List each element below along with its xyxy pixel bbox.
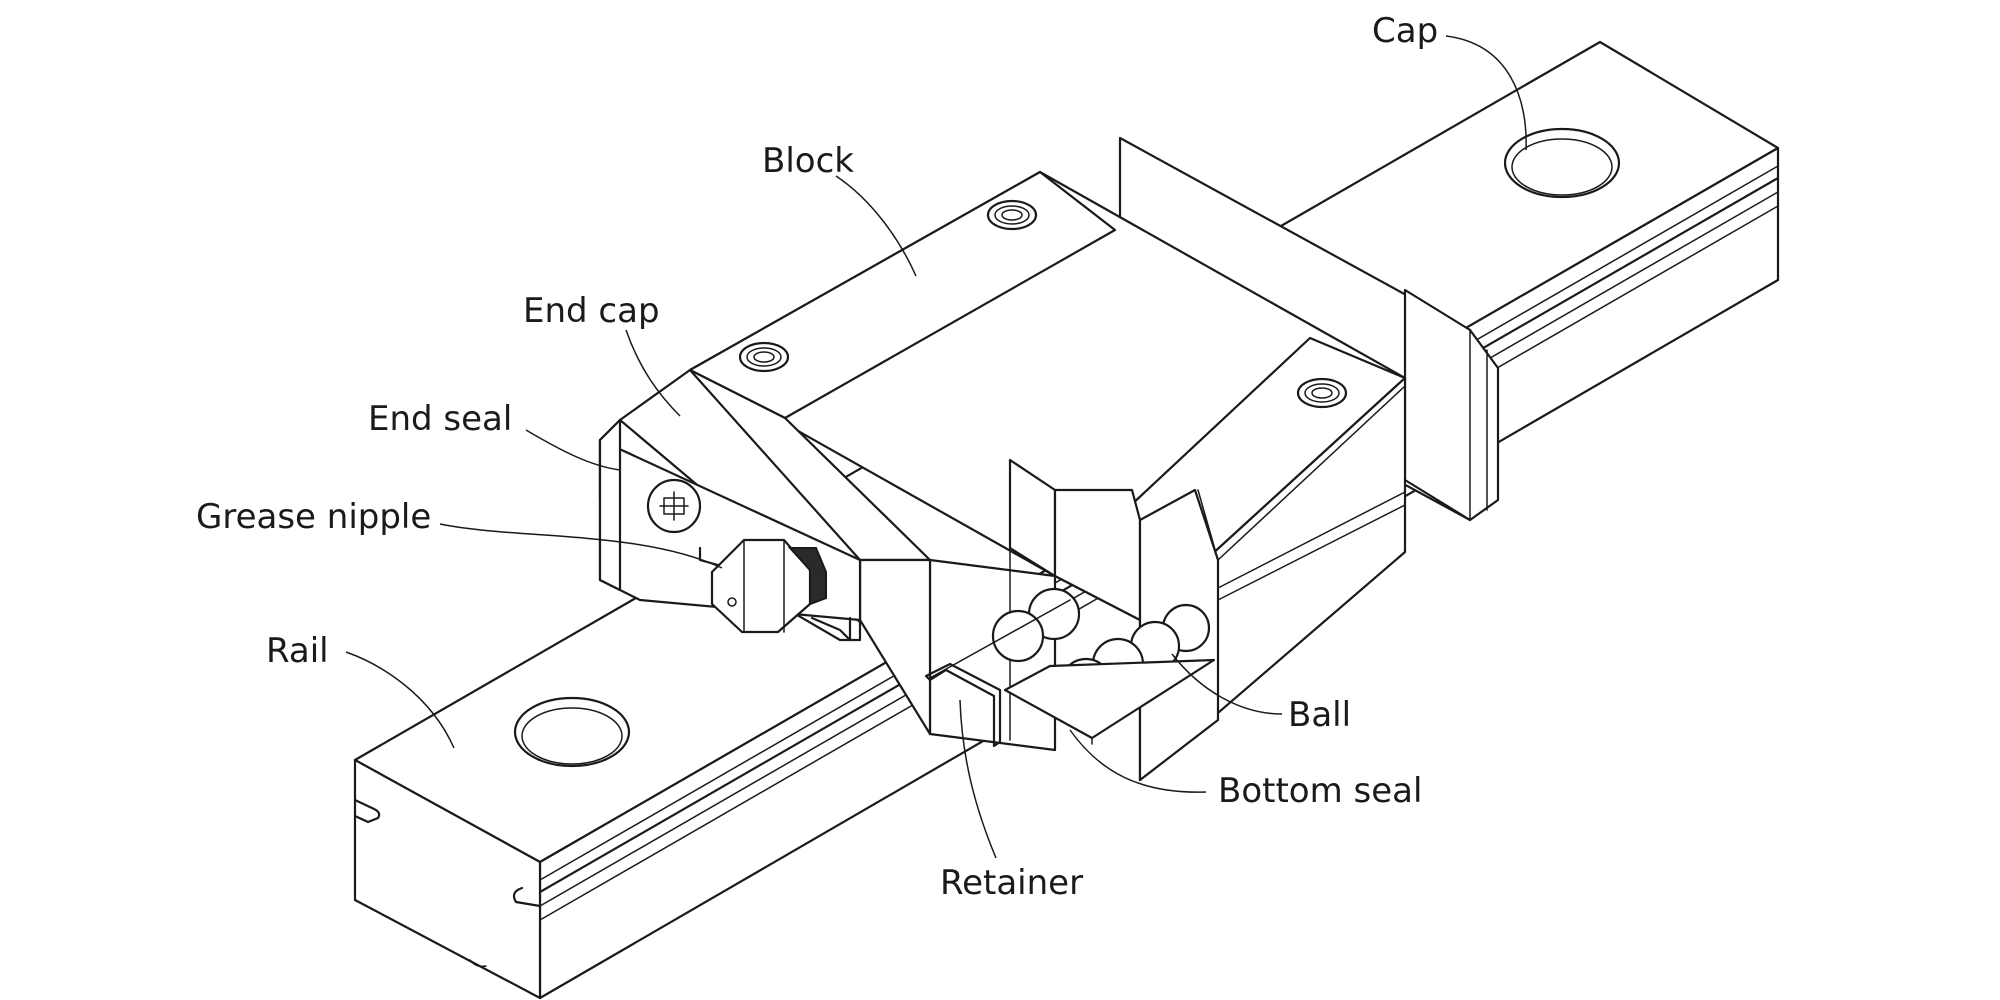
leader-rail [345, 651, 455, 749]
grease-nipple [710, 538, 827, 634]
block [688, 136, 1500, 782]
retainer [924, 599, 1071, 748]
leader-bottom-seal [1069, 729, 1207, 793]
leader-end-cap [625, 329, 681, 417]
rail-cap-far [1503, 127, 1621, 199]
rail-cap-near [513, 696, 631, 768]
label-cap: Cap [1372, 11, 1438, 51]
leader-block [835, 175, 917, 277]
leader-ball [1171, 653, 1283, 715]
label-retainer: Retainer [940, 863, 1083, 903]
label-grease-nipple: Grease nipple [196, 497, 431, 537]
block-tapped-holes [738, 199, 1348, 409]
grease-port-screw [646, 478, 702, 534]
label-ball: Ball [1288, 695, 1351, 735]
bottom-seal [1003, 658, 1216, 745]
label-end-seal: End seal [368, 399, 512, 439]
label-bottom-seal: Bottom seal [1218, 771, 1422, 811]
leader-grease-nipple [439, 523, 723, 569]
label-end-cap: End cap [523, 291, 660, 331]
leader-retainer [959, 699, 997, 859]
label-block: Block [762, 141, 854, 181]
leader-end-seal [525, 429, 621, 471]
label-rail: Rail [266, 631, 329, 671]
leader-lines [345, 35, 1527, 859]
leader-cap [1445, 35, 1527, 151]
